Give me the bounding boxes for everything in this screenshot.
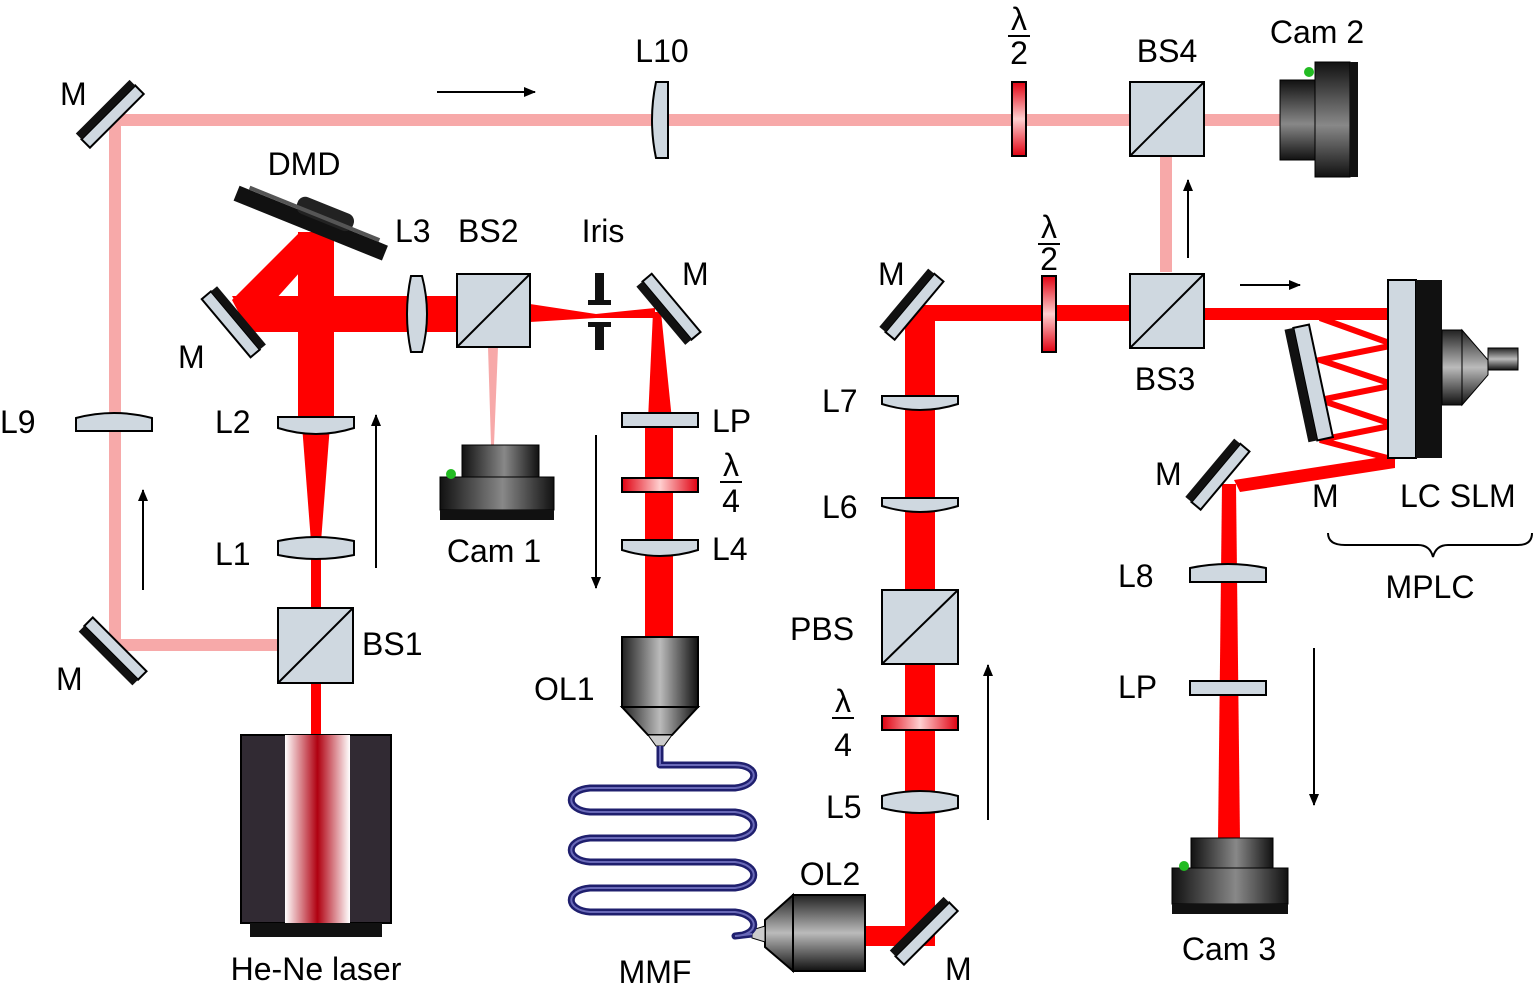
mirror-iris <box>636 272 702 345</box>
mirror-label-4: M <box>682 256 709 292</box>
main-beam <box>232 232 1407 946</box>
bs3-label: BS3 <box>1135 361 1195 397</box>
bs4 <box>1129 81 1205 157</box>
lens-l2 <box>277 416 355 435</box>
laser-label: He-Ne laser <box>231 951 402 986</box>
lp-filter-2 <box>1189 680 1267 696</box>
quarter-wp-1-label: λ 4 <box>720 447 742 519</box>
mplc-brace <box>1327 532 1533 558</box>
l8-label: L8 <box>1118 558 1154 594</box>
reference-beam <box>109 114 1280 651</box>
mirror-left-dmd <box>200 286 266 359</box>
mirror-label-3: M <box>178 339 205 375</box>
l1-label: L1 <box>215 536 251 572</box>
l2-label: L2 <box>215 404 251 440</box>
half-waveplate-1 <box>1011 81 1027 157</box>
mirror-top-left <box>75 79 146 150</box>
lp1-label: LP <box>712 403 751 439</box>
svg-text:2: 2 <box>1010 35 1028 71</box>
l10-label: L10 <box>635 33 688 69</box>
iris-label: Iris <box>582 213 625 249</box>
lp2-label: LP <box>1118 669 1157 705</box>
cam3-label: Cam 3 <box>1182 931 1276 967</box>
quarter-wp-2-label: λ 4 <box>832 683 854 763</box>
pbs-label: PBS <box>790 611 854 647</box>
mirror-label-5: M <box>878 256 905 292</box>
mirror-right-cam3 <box>1185 438 1251 512</box>
lens-l9 <box>75 412 153 432</box>
quarter-waveplate-1 <box>621 477 699 493</box>
dmd-label: DMD <box>268 146 341 182</box>
mplc-mirror-label: M <box>1312 478 1339 514</box>
mplc-mirror <box>1284 323 1335 443</box>
lc-slm-label: LC SLM <box>1400 478 1516 514</box>
bs1 <box>277 607 354 684</box>
dmd <box>233 185 388 261</box>
lens-l3 <box>406 275 428 353</box>
l7-label: L7 <box>822 383 858 419</box>
lens-l4 <box>621 539 699 557</box>
camera-1 <box>439 444 555 520</box>
mirror-label-7: M <box>1155 456 1182 492</box>
lens-l8 <box>1189 563 1267 583</box>
mplc-label: MPLC <box>1386 569 1475 605</box>
camera-3 <box>1171 837 1289 914</box>
svg-text:2: 2 <box>1040 241 1058 277</box>
bs2 <box>456 273 531 348</box>
l3-label: L3 <box>395 213 431 249</box>
mirror-label-1: M <box>60 76 87 112</box>
half-waveplate-2 <box>1041 275 1057 353</box>
mirror-bottom-middle <box>889 896 960 967</box>
bs3 <box>1129 273 1205 349</box>
lc-slm <box>1387 279 1519 459</box>
mirror-top-middle <box>879 268 945 342</box>
direction-arrows <box>138 87 1319 820</box>
mmf-label: MMF <box>619 954 692 986</box>
svg-text:λ: λ <box>1041 209 1057 245</box>
lp-filter-1 <box>621 412 699 428</box>
svg-text:4: 4 <box>834 727 852 763</box>
lens-l7 <box>881 395 959 411</box>
l4-label: L4 <box>712 531 748 567</box>
lens-l6 <box>881 497 959 513</box>
multimode-fiber <box>567 746 758 940</box>
iris <box>588 273 611 350</box>
bs1-label: BS1 <box>362 626 422 662</box>
objective-ol2 <box>751 892 866 974</box>
pbs <box>881 589 959 665</box>
svg-text:4: 4 <box>722 483 740 519</box>
mirror-bottom-left <box>78 616 148 686</box>
cam1-beam <box>488 347 498 445</box>
mirror-label-2: M <box>56 661 83 697</box>
half-wp-1-label: λ 2 <box>1008 1 1030 71</box>
he-ne-laser <box>240 734 392 937</box>
ol1-label: OL1 <box>534 671 594 707</box>
bs2-label: BS2 <box>458 213 518 249</box>
lens-l5 <box>881 790 959 814</box>
camera-2 <box>1279 61 1358 178</box>
fiber-highlight <box>570 746 755 937</box>
svg-text:λ: λ <box>835 683 851 719</box>
l9-label: L9 <box>0 404 36 440</box>
half-wp-2-label: λ 2 <box>1038 209 1060 277</box>
cam1-label: Cam 1 <box>447 533 541 569</box>
lens-l10 <box>651 81 669 159</box>
lens-l1 <box>277 536 355 560</box>
bs4-label: BS4 <box>1137 33 1197 69</box>
svg-text:λ: λ <box>723 447 739 483</box>
svg-text:λ: λ <box>1011 1 1027 37</box>
quarter-waveplate-2 <box>881 715 959 731</box>
l5-label: L5 <box>826 789 862 825</box>
l6-label: L6 <box>822 489 858 525</box>
ol2-label: OL2 <box>800 856 860 892</box>
cam2-label: Cam 2 <box>1270 14 1364 50</box>
mirror-label-6: M <box>945 951 972 986</box>
objective-ol1 <box>619 636 701 747</box>
